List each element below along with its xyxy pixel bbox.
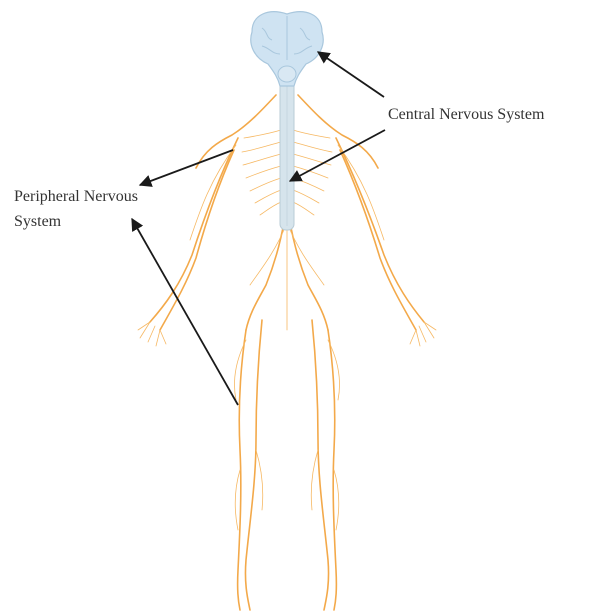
cns-label: Central Nervous System [388,106,545,123]
pns-label-line1: Peripheral Nervous [14,188,138,205]
cns-arrow-to-brain [318,52,384,97]
pns-label-line2: System [14,213,62,230]
pns-arrow-from-leg [132,219,238,405]
spinal-cord [280,80,294,230]
brain-icon [251,12,323,86]
